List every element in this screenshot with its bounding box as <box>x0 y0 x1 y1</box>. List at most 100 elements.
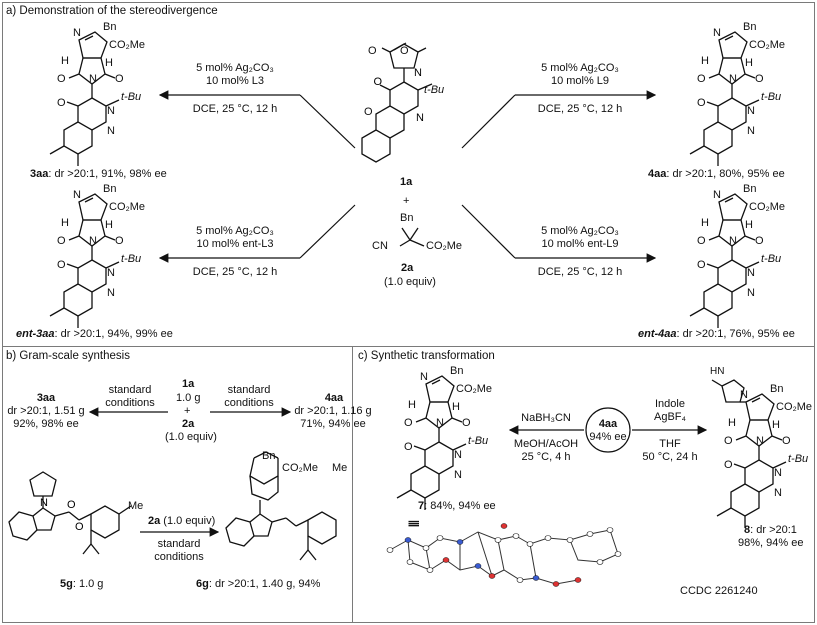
caption-8-line1: 8: dr >20:1 <box>744 524 797 536</box>
svg-text:CO₂Me: CO₂Me <box>109 39 145 51</box>
svg-text:O: O <box>57 235 66 247</box>
cond-br-1: 5 mol% Ag₂CO₃ <box>541 225 619 237</box>
svg-text:N: N <box>729 73 737 85</box>
svg-text:N: N <box>436 417 444 429</box>
caption-ent-3aa: ent-3aa: dr >20:1, 94%, 99% ee <box>16 328 173 340</box>
section-a-title: a) Demonstration of the stereodivergence <box>6 5 218 17</box>
svg-text:H: H <box>61 217 69 229</box>
svg-text:N: N <box>89 73 97 85</box>
svg-text:N: N <box>414 67 422 79</box>
svg-text:N: N <box>774 487 782 499</box>
svg-text:O: O <box>57 259 66 271</box>
b-center-plus: + <box>184 405 191 417</box>
svg-text:H: H <box>745 57 753 69</box>
svg-text:N: N <box>454 449 462 461</box>
svg-text:O: O <box>462 417 471 429</box>
svg-text:O: O <box>782 435 791 447</box>
label-1a: 1a <box>400 176 413 188</box>
b-left-line3: 92%, 98% ee <box>13 418 79 430</box>
b-left-cond2: conditions <box>105 397 155 409</box>
cond-bl-2: 10 mol% ent-L3 <box>196 238 274 250</box>
6g-me: Me <box>332 462 348 474</box>
label-2a: 2a <box>401 262 414 274</box>
b-center-1a: 1a <box>182 378 195 390</box>
c-right-reagent1: Indole <box>655 398 685 410</box>
svg-text:N: N <box>756 435 764 447</box>
c-left-cond: 25 °C, 4 h <box>521 451 571 463</box>
svg-text:H: H <box>61 55 69 67</box>
cond-br-2: 10 mol% ent-L9 <box>541 238 619 250</box>
svg-text:t-Bu: t-Bu <box>761 91 781 103</box>
b-right-cond1: standard <box>227 384 271 396</box>
section-b-title: b) Gram-scale synthesis <box>6 350 130 362</box>
svg-text:N: N <box>107 267 115 279</box>
svg-text:Bn: Bn <box>103 21 116 33</box>
svg-text:N: N <box>73 189 81 201</box>
svg-text:O: O <box>697 97 706 109</box>
svg-text:N: N <box>40 497 48 509</box>
svg-text:H: H <box>745 219 753 231</box>
svg-text:CO₂Me: CO₂Me <box>749 39 785 51</box>
svg-text:O: O <box>373 76 382 88</box>
svg-text:Bn: Bn <box>770 383 783 395</box>
1a-o-bottom: O <box>364 106 373 118</box>
cond-tr-2: 10 mol% L9 <box>550 75 610 87</box>
2a-bn: Bn <box>400 212 414 224</box>
svg-text:N: N <box>774 467 782 479</box>
svg-text:O: O <box>755 73 764 85</box>
structure-6g <box>225 451 337 561</box>
section-divider-vertical <box>352 346 353 623</box>
section-divider-horizontal <box>2 346 814 347</box>
b-center-2a: 2a <box>182 418 195 430</box>
b-right-cond2: conditions <box>224 397 274 409</box>
svg-text:N: N <box>713 189 721 201</box>
svg-text:O: O <box>697 259 706 271</box>
caption-ent-4aa: ent-4aa: dr >20:1, 76%, 95% ee <box>638 328 795 340</box>
svg-text:O: O <box>697 73 706 85</box>
b-right-product: 4aa <box>324 392 344 404</box>
structure-5g: N O O <box>8 471 132 555</box>
6g-co2me: CO₂Me <box>282 462 319 474</box>
cond-tr-3: DCE, 25 °C, 12 h <box>537 103 623 115</box>
c-center-label: 4aa <box>598 418 618 430</box>
svg-text:CO₂Me: CO₂Me <box>776 401 812 413</box>
b-right-line3: 71%, 94% ee <box>300 418 366 430</box>
cond-tl-2: 10 mol% L3 <box>205 75 265 87</box>
c-right-reagent2: AgBF₄ <box>653 411 686 423</box>
2a-cn: CN <box>372 240 388 252</box>
c-right-solvent: THF <box>659 438 681 450</box>
svg-text:O: O <box>724 459 733 471</box>
svg-text:O: O <box>115 235 124 247</box>
svg-text:H: H <box>408 399 416 411</box>
svg-text:H: H <box>701 217 709 229</box>
svg-text:Bn: Bn <box>743 183 756 195</box>
svg-text:Bn: Bn <box>743 21 756 33</box>
b-left-line2: dr >20:1, 1.51 g <box>7 405 85 417</box>
svg-text:N: N <box>107 105 115 117</box>
c-center-ee: 94% ee <box>589 431 627 443</box>
1a-o-left: O <box>368 45 377 57</box>
svg-text:O: O <box>404 417 413 429</box>
caption-6g: 6g: dr >20:1, 1.40 g, 94% <box>196 578 321 590</box>
svg-text:N: N <box>740 389 748 401</box>
section-c-title: c) Synthetic transformation <box>358 350 495 362</box>
6g-bn: Bn <box>262 450 276 462</box>
svg-text:H: H <box>105 219 113 231</box>
svg-text:H: H <box>701 55 709 67</box>
c-right-cond: 50 °C, 24 h <box>642 451 698 463</box>
svg-text:t-Bu: t-Bu <box>468 435 488 447</box>
2a-equiv: (1.0 equiv) <box>384 276 436 288</box>
5g-me: Me <box>128 500 144 512</box>
